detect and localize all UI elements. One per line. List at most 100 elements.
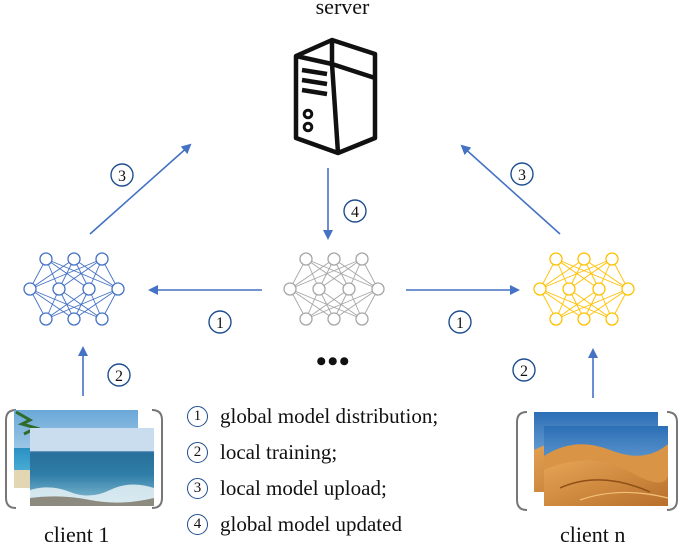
network-node [549, 312, 563, 326]
network-edge [333, 258, 379, 290]
legend-text: global model updated [220, 511, 402, 536]
neural-network-icon-center [283, 252, 385, 326]
network-edge [29, 258, 103, 290]
network-edge [568, 288, 613, 320]
network-node [577, 312, 591, 326]
step-badge-train-right: 2 [512, 358, 536, 382]
client-1-label: client 1 [44, 522, 110, 547]
network-node [299, 252, 313, 266]
more-clients-ellipsis: ••• [316, 345, 351, 378]
network-node [82, 282, 96, 296]
network-edge [555, 288, 600, 320]
network-node [67, 312, 81, 326]
network-edge [583, 258, 629, 290]
network-edge [45, 288, 119, 320]
step-badge-upload-right: 3 [510, 162, 534, 186]
network-node [605, 252, 619, 266]
network-edge [305, 258, 350, 290]
legend-number: 2 [187, 441, 208, 463]
step-badge-update: 4 [343, 199, 367, 223]
network-node [95, 312, 109, 326]
network-edge [29, 288, 75, 320]
step-badge-distribute-left: 1 [208, 310, 232, 334]
upload-arrow-right [460, 144, 561, 235]
network-node [621, 282, 635, 296]
svg-text:2: 2 [115, 368, 123, 385]
legend-item: 4 global model updated [187, 506, 438, 542]
network-edge [555, 258, 600, 290]
network-node [577, 252, 591, 266]
network-edge [29, 258, 75, 290]
svg-text:3: 3 [118, 168, 126, 185]
legend-number: 4 [187, 513, 208, 535]
server-title: server [315, 0, 370, 19]
network-edge [73, 288, 119, 320]
network-node [283, 282, 297, 296]
network-edge [58, 288, 103, 320]
upload-arrow-left [89, 143, 192, 235]
network-node [355, 312, 369, 326]
step-badge-distribute-right: 1 [448, 310, 472, 334]
network-node [327, 312, 341, 326]
network-edge [45, 258, 90, 290]
network-node [52, 282, 66, 296]
network-edge [539, 288, 585, 320]
svg-text:3: 3 [518, 167, 526, 184]
step-badge-upload-left: 3 [110, 163, 134, 187]
server-icon [293, 37, 378, 156]
legend-number: 3 [187, 477, 208, 499]
legend-number: 1 [187, 405, 208, 427]
network-node [23, 282, 37, 296]
legend-text: local training; [220, 439, 338, 464]
network-node [605, 312, 619, 326]
network-node [327, 252, 341, 266]
network-edge [73, 258, 119, 290]
legend-text: global model distribution; [220, 403, 439, 428]
arrows [78, 143, 598, 398]
network-edge [305, 288, 379, 320]
svg-text:1: 1 [456, 315, 464, 332]
network-node [39, 312, 53, 326]
network-node [312, 282, 326, 296]
network-node [342, 282, 356, 296]
legend-item: 1 global model distribution; [187, 398, 438, 434]
step-badge-train-left: 2 [107, 363, 131, 387]
network-node [562, 282, 576, 296]
client-1-photos [5, 409, 163, 509]
legend-text: local model upload; [220, 475, 387, 500]
svg-text:1: 1 [216, 315, 224, 332]
network-edge [45, 288, 90, 320]
svg-text:2: 2 [520, 363, 528, 380]
network-node [39, 252, 53, 266]
network-edge [555, 288, 629, 320]
network-node [592, 282, 606, 296]
legend: 1 global model distribution; 2 local tra… [187, 398, 438, 542]
desert-photo [544, 426, 669, 506]
network-node [111, 282, 125, 296]
legend-item: 3 local model upload; [187, 470, 438, 506]
ocean-photo [30, 428, 154, 506]
network-edge [583, 288, 629, 320]
network-node [533, 282, 547, 296]
network-edge [289, 258, 363, 290]
network-edge [568, 258, 613, 290]
network-edge [539, 258, 585, 290]
network-node [549, 252, 563, 266]
client-n-label: client n [560, 522, 626, 547]
neural-network-icon-right [533, 252, 635, 326]
network-edge [333, 288, 379, 320]
network-node [67, 252, 81, 266]
network-edge [289, 258, 335, 290]
client-n-photos [516, 411, 678, 511]
network-edge [305, 288, 350, 320]
network-edge [318, 258, 363, 290]
network-edge [539, 258, 613, 290]
network-node [95, 252, 109, 266]
neural-network-icon-left [23, 252, 125, 326]
network-node [371, 282, 385, 296]
network-node [299, 312, 313, 326]
network-edge [58, 258, 103, 290]
svg-text:4: 4 [351, 204, 359, 221]
